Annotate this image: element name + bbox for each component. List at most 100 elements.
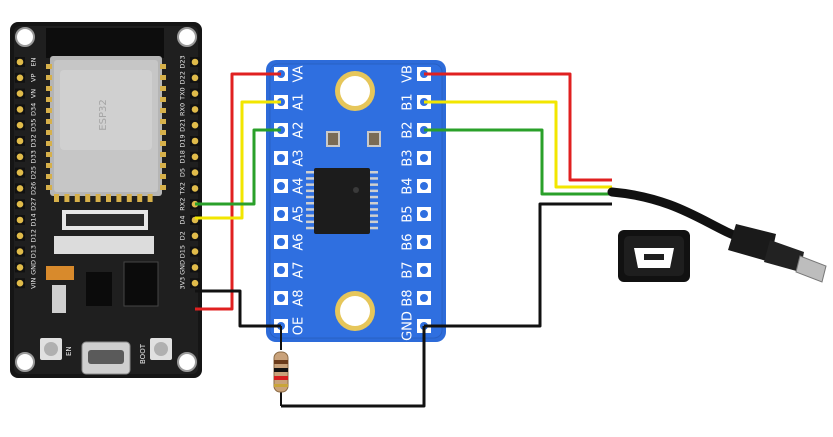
module-pad: [160, 185, 166, 190]
ic-leg: [370, 171, 378, 174]
module-pad: [46, 174, 52, 179]
module-pad: [116, 194, 122, 202]
module-pad: [46, 185, 52, 190]
level-shifter-pin-label: B8: [401, 289, 416, 306]
boot-button-label: BOOT: [139, 343, 147, 364]
esp32-pin-label: D26: [29, 182, 37, 195]
esp32-pin-label: D4: [178, 215, 186, 224]
esp32-pin-pad: [16, 106, 24, 113]
level-shifter-pin-hole: [420, 182, 428, 190]
esp32-pin-label: D22: [178, 71, 186, 84]
en-button-label: EN: [65, 346, 73, 356]
level-shifter-pin-label: B5: [401, 205, 416, 222]
wire-gnd-to-usb: [424, 202, 612, 328]
esp32-pin-pad: [16, 90, 24, 97]
wire-3v3-to-va: [195, 72, 281, 311]
esp32-board: ESP32 EN BOOT ENVPVND34D35D32D33D25D26D2…: [10, 22, 202, 378]
esp32-pin-label: D12: [29, 229, 37, 242]
esp32-left-header: ENVPVND34D35D32D33D25D26D27D14D12D13GNDV…: [15, 57, 37, 289]
esp32-pin-pad: [16, 121, 24, 129]
level-shifter-pin-label: A4: [292, 177, 307, 194]
module-pad: [74, 194, 80, 202]
esp32-pin-pad: [191, 74, 199, 82]
esp32-pin-pad: [191, 90, 199, 97]
esp32-pin-pad: [191, 58, 199, 66]
ic-leg: [370, 220, 378, 224]
level-shifter-pin-label: A6: [292, 233, 307, 250]
esp32-pin-pad: [16, 58, 24, 66]
module-pad: [46, 130, 52, 135]
module-pad: [126, 194, 132, 202]
level-shifter-pin-label: B4: [401, 177, 416, 194]
esp32-pin-pad: [191, 232, 199, 240]
level-shifter-pin-label: B2: [401, 121, 416, 138]
module-pads: [46, 64, 166, 202]
esp32-pin-pad: [16, 169, 24, 176]
esp32-pin-label: D5: [178, 168, 186, 177]
level-shifter-ic: [306, 168, 378, 234]
esp32-pin-label: GND: [178, 260, 186, 275]
esp32-pin-label: RX2: [178, 198, 186, 211]
esp32-pin-pad: [16, 216, 24, 224]
ic-leg: [370, 189, 378, 193]
ic-leg: [306, 220, 314, 224]
module-pad: [160, 119, 166, 124]
esp32-pin-label: VP: [29, 74, 37, 82]
ic-leg: [306, 202, 314, 205]
esp32-pin-label: TX0: [178, 87, 186, 101]
ic-leg: [306, 177, 314, 180]
level-shifter-pin-label: VA: [292, 65, 307, 82]
wire-b2-to-usb: [424, 128, 612, 196]
level-shifter-pin-hole: [420, 266, 428, 274]
esp32-pin-label: D35: [29, 119, 37, 132]
ic-leg: [306, 183, 314, 186]
esp32-pin-label: D32: [29, 134, 37, 147]
module-pad: [160, 141, 166, 146]
module-pad: [95, 194, 101, 202]
esp32-pin-pad: [191, 153, 199, 161]
boot-button[interactable]: BOOT: [139, 338, 172, 364]
esp32-pin-pad: [191, 279, 199, 287]
level-shifter-pin-label: B6: [401, 233, 416, 250]
esp32-pin-pad: [191, 185, 199, 192]
ic-leg: [306, 171, 314, 174]
module-pad: [160, 97, 166, 102]
level-shifter-pin-label: A7: [292, 261, 307, 278]
esp32-pin-label: D19: [178, 134, 186, 147]
en-button[interactable]: EN: [40, 338, 73, 360]
module-pad: [46, 152, 52, 157]
level-shifter-pin-label: OE: [292, 317, 307, 335]
module-pad: [46, 86, 52, 91]
esp32-pin-pad: [16, 200, 24, 208]
ic-leg: [306, 214, 314, 217]
esp32-pin-pad: [16, 74, 24, 82]
esp32-pin-pad: [191, 169, 199, 176]
level-shifter-pin-label: A2: [292, 121, 307, 138]
module-pad: [46, 119, 52, 124]
module-pad: [46, 75, 52, 80]
mini-usb-plug: [728, 224, 827, 283]
module-pad: [137, 194, 143, 202]
level-shifter-pin-label: B1: [401, 93, 416, 110]
esp32-pin-label: D15: [178, 245, 186, 258]
esp32-pin-label: D13: [29, 245, 37, 258]
esp32-pin-label: D27: [29, 198, 37, 211]
module-pad: [46, 64, 52, 69]
esp32-pin-pad: [16, 137, 24, 145]
esp32-pin-label: GND: [29, 260, 37, 275]
esp32-right-header: D23D22TX0RX0D21D19D18D5TX2RX2D4D2D15GND3…: [178, 55, 200, 290]
esp32-pin-label: D21: [178, 119, 186, 132]
module-pad: [160, 174, 166, 179]
esp32-module-shield: ESP32: [50, 56, 162, 196]
ic-leg: [370, 183, 378, 186]
resistor-icon: [273, 351, 289, 393]
wire-rx2-to-a1: [195, 100, 281, 220]
level-shifter-pin-hole: [277, 294, 285, 302]
ic-leg: [306, 189, 314, 193]
esp32-pin-label: D34: [29, 103, 37, 116]
esp32-pin-label: D18: [178, 150, 186, 163]
esp32-pin-pad: [16, 264, 24, 271]
module-pad: [46, 97, 52, 102]
